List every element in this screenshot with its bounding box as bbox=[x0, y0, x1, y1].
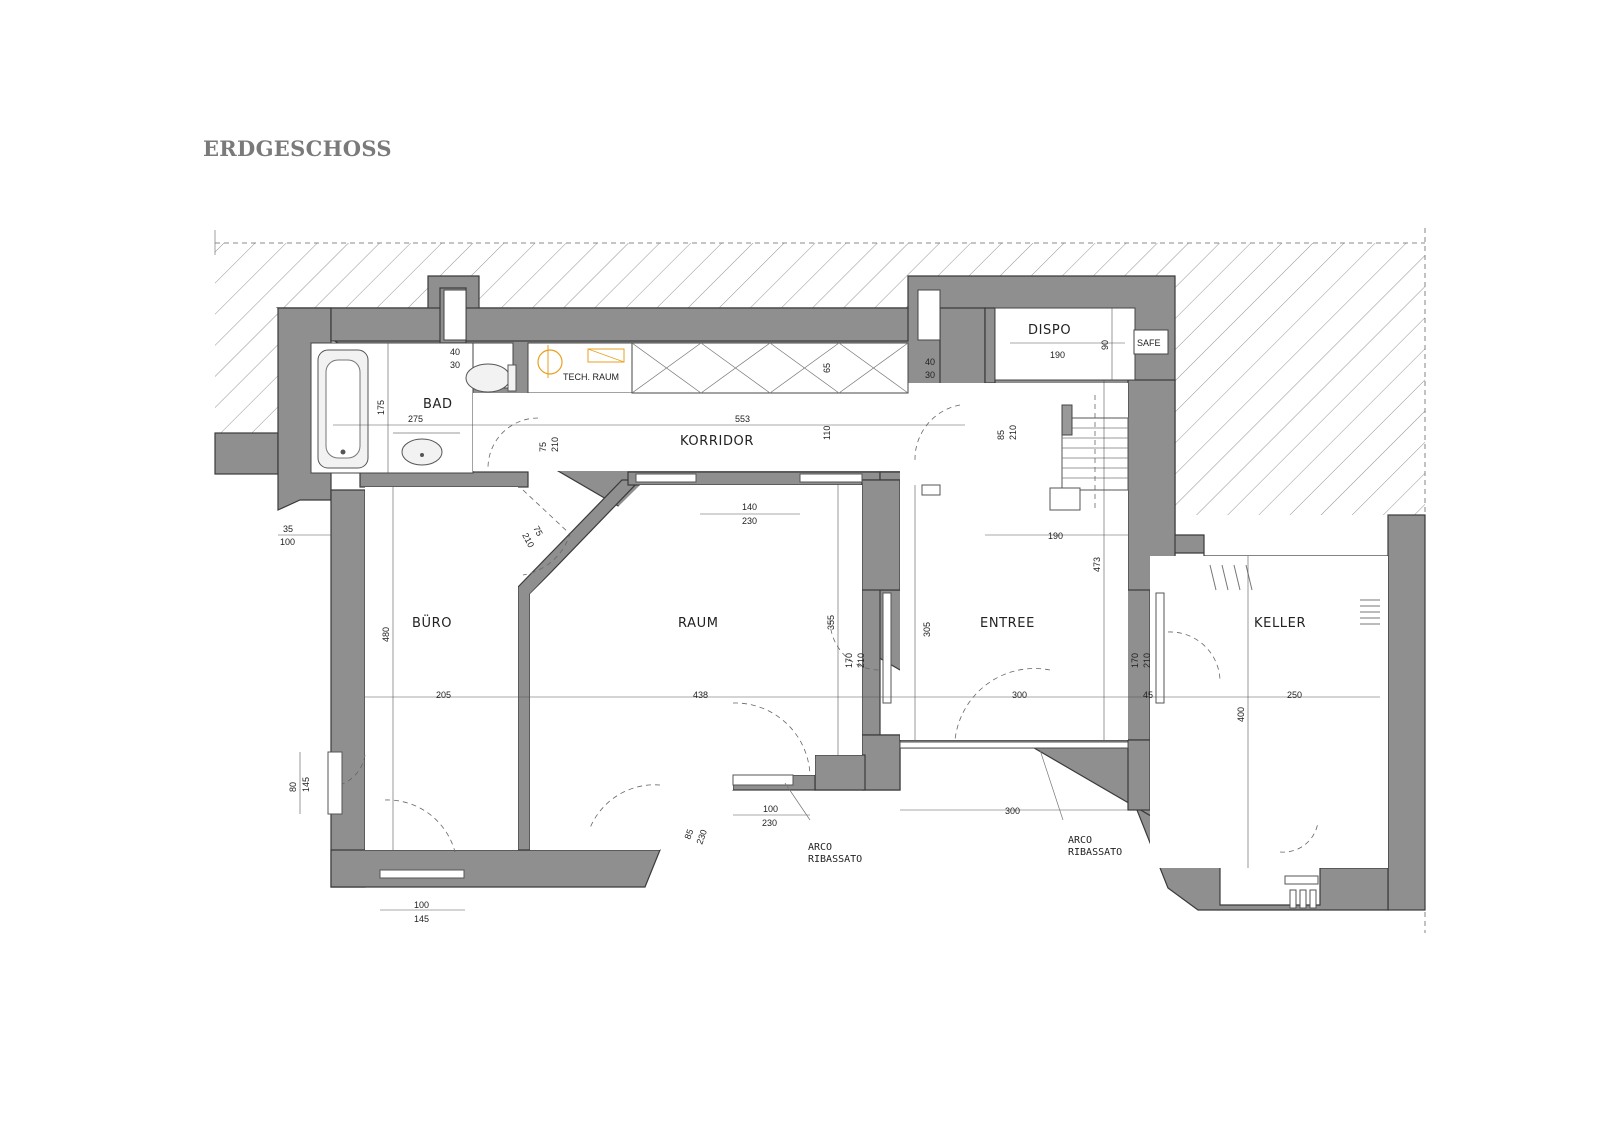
room-label-buro: BÜRO bbox=[412, 614, 452, 631]
dim-buro-door-h: 210 bbox=[520, 531, 536, 549]
room-label-entree: ENTREE bbox=[980, 616, 1035, 631]
dim-raum-win-a: 100 bbox=[763, 804, 778, 814]
shaft-right bbox=[917, 289, 941, 341]
dim-win-left-b: 100 bbox=[280, 537, 295, 547]
dim-stair-w: 190 bbox=[1048, 531, 1063, 541]
room-label-safe: SAFE bbox=[1137, 338, 1161, 348]
dim-ent-door-w: 85 bbox=[996, 430, 1006, 440]
dim-ent-door-h: 210 bbox=[1008, 425, 1018, 440]
dim-buro-h: 480 bbox=[381, 627, 391, 642]
room-label-raum: RAUM bbox=[678, 616, 719, 631]
room-label-bad: BAD bbox=[423, 397, 453, 412]
dim-raum-win-b: 230 bbox=[762, 818, 777, 828]
room-floors bbox=[310, 307, 1388, 868]
note-arco-1a: ARCO bbox=[808, 842, 832, 853]
dim-shaft-a: 40 bbox=[925, 357, 935, 367]
dim-dispo-h: 90 bbox=[1100, 340, 1110, 350]
neighbour-hatching bbox=[215, 243, 1425, 515]
note-arco-2a: ARCO bbox=[1068, 835, 1092, 846]
room-label-korridor: KORRIDOR bbox=[680, 434, 754, 449]
dim-bay-door-a: 85 bbox=[682, 828, 695, 841]
bathtub bbox=[317, 349, 369, 469]
dim-dispo-w: 190 bbox=[1050, 350, 1065, 360]
washbasin bbox=[393, 432, 460, 466]
dim-buro-win-b: 145 bbox=[301, 777, 311, 792]
dim-bad-w: 275 bbox=[408, 414, 423, 424]
room-label-keller: KELLER bbox=[1254, 616, 1306, 631]
dim-raum-w: 438 bbox=[693, 690, 708, 700]
dim-entree-h: 473 bbox=[1092, 557, 1102, 572]
room-label-tech-raum: TECH. RAUM bbox=[563, 372, 619, 382]
staircase bbox=[1049, 395, 1129, 512]
note-arco-2b: RIBASSATO bbox=[1068, 847, 1122, 858]
dim-bad-door-h: 210 bbox=[550, 437, 560, 452]
tech-equipment bbox=[537, 345, 625, 378]
dim-door-raum-b: 210 bbox=[856, 653, 866, 668]
dim-korridor-h: 110 bbox=[822, 426, 832, 440]
shaft-left bbox=[443, 289, 467, 341]
dim-buro-bot-a: 100 bbox=[414, 900, 429, 910]
dim-wc-a: 40 bbox=[450, 347, 460, 357]
dim-keller-w: 250 bbox=[1287, 690, 1302, 700]
room-label-dispo: DISPO bbox=[1028, 323, 1071, 338]
dim-buro-win-a: 80 bbox=[288, 782, 298, 792]
safe-box bbox=[1133, 329, 1169, 355]
dim-entree-front: 300 bbox=[1005, 806, 1020, 816]
windows bbox=[327, 473, 1319, 909]
dim-door-keller-a: 170 bbox=[1130, 653, 1140, 668]
keller-shelf-icon bbox=[1209, 564, 1380, 625]
dim-bay-door-b: 230 bbox=[694, 828, 709, 846]
dim-wc-b: 30 bbox=[450, 360, 460, 370]
dim-keller-h: 400 bbox=[1236, 707, 1246, 722]
dim-win-left-a: 35 bbox=[283, 524, 293, 534]
door-swings bbox=[339, 404, 1319, 853]
dim-raum-h: 355 bbox=[826, 615, 836, 630]
dim-bad-door-w: 75 bbox=[538, 442, 548, 452]
dim-entree-w: 300 bbox=[1012, 690, 1027, 700]
dim-bad-h: 175 bbox=[376, 400, 386, 415]
adjacent-wall-left bbox=[214, 432, 279, 475]
cabinets bbox=[631, 342, 909, 394]
dim-opening-w: 140 bbox=[742, 502, 757, 512]
dim-buro-door-w: 75 bbox=[531, 524, 545, 538]
dim-korridor-w: 553 bbox=[735, 414, 750, 424]
toilet bbox=[465, 363, 517, 393]
dim-buro-bot-b: 145 bbox=[414, 914, 429, 924]
dim-entree-wall: 305 bbox=[922, 622, 932, 637]
dim-buro-w: 205 bbox=[436, 690, 451, 700]
dim-keller-gap: 45 bbox=[1143, 690, 1153, 700]
adjacent-wall-right bbox=[1387, 514, 1426, 911]
page-title: ERDGESCHOSS bbox=[203, 136, 392, 161]
dim-cabinets: 65 bbox=[822, 363, 832, 373]
dim-shaft-b: 30 bbox=[925, 370, 935, 380]
dim-opening-h: 230 bbox=[742, 516, 757, 526]
dim-door-keller-b: 210 bbox=[1142, 653, 1152, 668]
note-arco-1b: RIBASSATO bbox=[808, 854, 862, 865]
dimension-lines bbox=[278, 308, 1380, 911]
dim-door-raum-a: 170 bbox=[844, 653, 854, 668]
